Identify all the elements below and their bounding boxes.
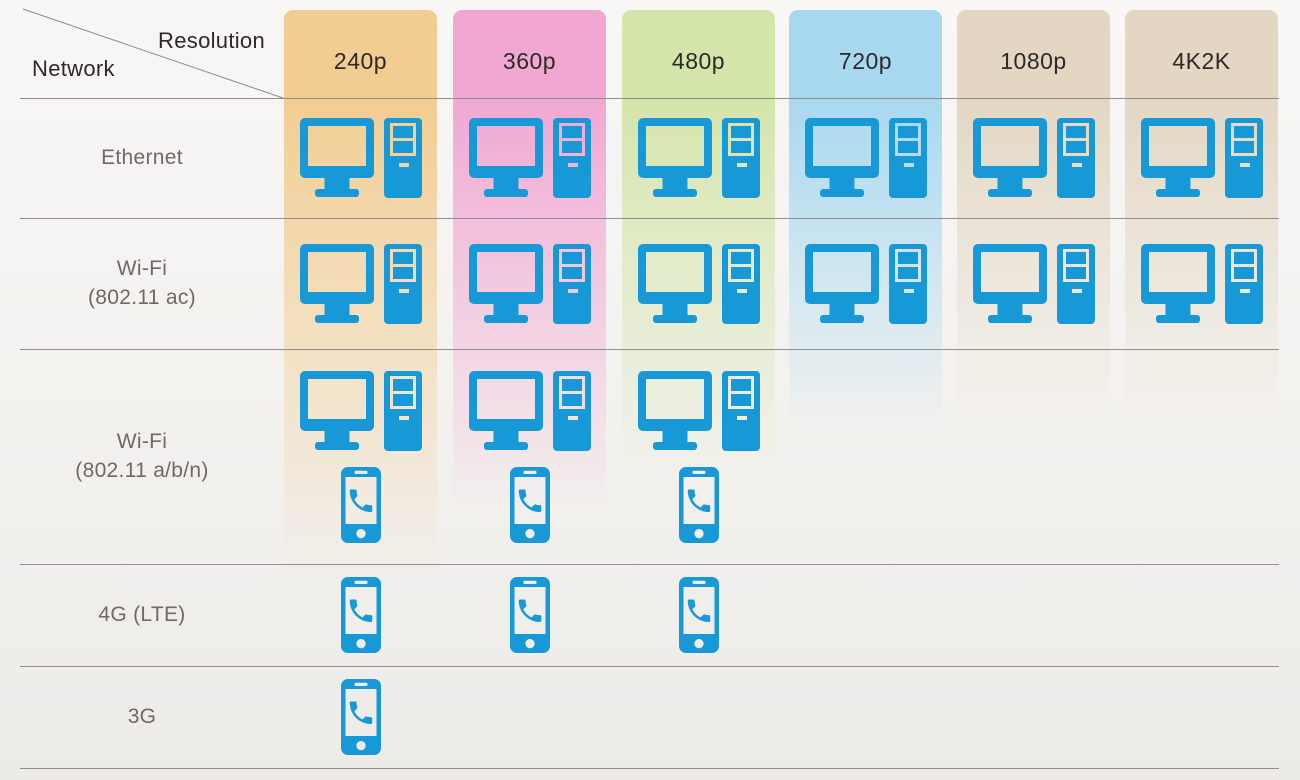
desktop-pc-icon [972, 118, 1095, 198]
row-separator-line [20, 564, 1279, 565]
smartphone-icon [340, 679, 381, 755]
cell-wi-fi-802-11-ac-360p [453, 218, 606, 349]
smartphone-icon [678, 577, 719, 653]
row-label-line: Wi-Fi [116, 256, 168, 280]
desktop-pc-icon [972, 243, 1095, 324]
desktop-pc-icon [468, 370, 591, 451]
cell-wi-fi-802-11-ac-720p [789, 218, 942, 349]
row-label-4g-lte: 4G (LTE) [0, 564, 284, 666]
cell-wi-fi-802-11-a-b-n-360p [453, 349, 606, 564]
row-separator-line [20, 768, 1279, 769]
row-label-line: Wi-Fi [116, 429, 168, 453]
desktop-pc-icon [637, 243, 760, 324]
cell-ethernet-480p [622, 98, 775, 218]
cell-3g-240p [284, 666, 437, 768]
column-header-4k2k: 4K2K [1172, 47, 1231, 74]
desktop-pc-icon [468, 118, 591, 198]
row-separator-line [20, 349, 1279, 350]
row-separator-line [20, 98, 1279, 99]
smartphone-icon [509, 577, 550, 653]
desktop-pc-icon [299, 118, 422, 198]
network-axis-label: Network [32, 56, 115, 81]
column-header-240p: 240p [333, 47, 388, 74]
cell-wi-fi-802-11-a-b-n-240p [284, 349, 437, 564]
row-label-line: (802.11 a/b/n) [75, 458, 209, 482]
desktop-pc-icon [804, 118, 927, 198]
resolution-axis-label: Resolution [158, 28, 265, 53]
row-separator-line [20, 218, 1279, 219]
column-header-480p: 480p [671, 47, 726, 74]
column-header-1080p: 1080p [1000, 47, 1067, 74]
desktop-pc-icon [637, 370, 760, 451]
cell-wi-fi-802-11-ac-4k2k [1125, 218, 1278, 349]
row-label-3g: 3G [0, 666, 284, 768]
cell-wi-fi-802-11-ac-480p [622, 218, 775, 349]
row-label-line: 3G [127, 704, 157, 728]
desktop-pc-icon [804, 243, 927, 324]
desktop-pc-icon [468, 243, 591, 324]
row-label-line: Ethernet [101, 145, 183, 169]
axis-diagonal-line [22, 8, 284, 99]
row-label-ethernet: Ethernet [0, 98, 284, 218]
row-separator-line [20, 666, 1279, 667]
cell-4g-lte-240p [284, 564, 437, 666]
cell-wi-fi-802-11-ac-1080p [957, 218, 1110, 349]
cell-ethernet-1080p [957, 98, 1110, 218]
smartphone-icon [340, 577, 381, 653]
row-label-line: 4G (LTE) [98, 602, 186, 626]
cell-ethernet-360p [453, 98, 606, 218]
row-label-line: (802.11 ac) [88, 285, 196, 309]
column-header-720p: 720p [838, 47, 893, 74]
row-label-wi-fi-802-11-ac: Wi-Fi (802.11 ac) [0, 218, 284, 349]
desktop-pc-icon [637, 118, 760, 198]
cell-4g-lte-480p [622, 564, 775, 666]
desktop-pc-icon [1140, 118, 1263, 198]
desktop-pc-icon [1140, 243, 1263, 324]
cell-4g-lte-360p [453, 564, 606, 666]
smartphone-icon [678, 466, 719, 543]
desktop-pc-icon [299, 370, 422, 451]
cell-wi-fi-802-11-ac-240p [284, 218, 437, 349]
cell-wi-fi-802-11-a-b-n-480p [622, 349, 775, 564]
column-header-360p: 360p [502, 47, 557, 74]
smartphone-icon [509, 466, 550, 543]
cell-ethernet-240p [284, 98, 437, 218]
desktop-pc-icon [299, 243, 422, 324]
cell-ethernet-720p [789, 98, 942, 218]
cell-ethernet-4k2k [1125, 98, 1278, 218]
row-label-wi-fi-802-11-a-b-n: Wi-Fi (802.11 a/b/n) [0, 349, 284, 564]
smartphone-icon [340, 466, 381, 543]
